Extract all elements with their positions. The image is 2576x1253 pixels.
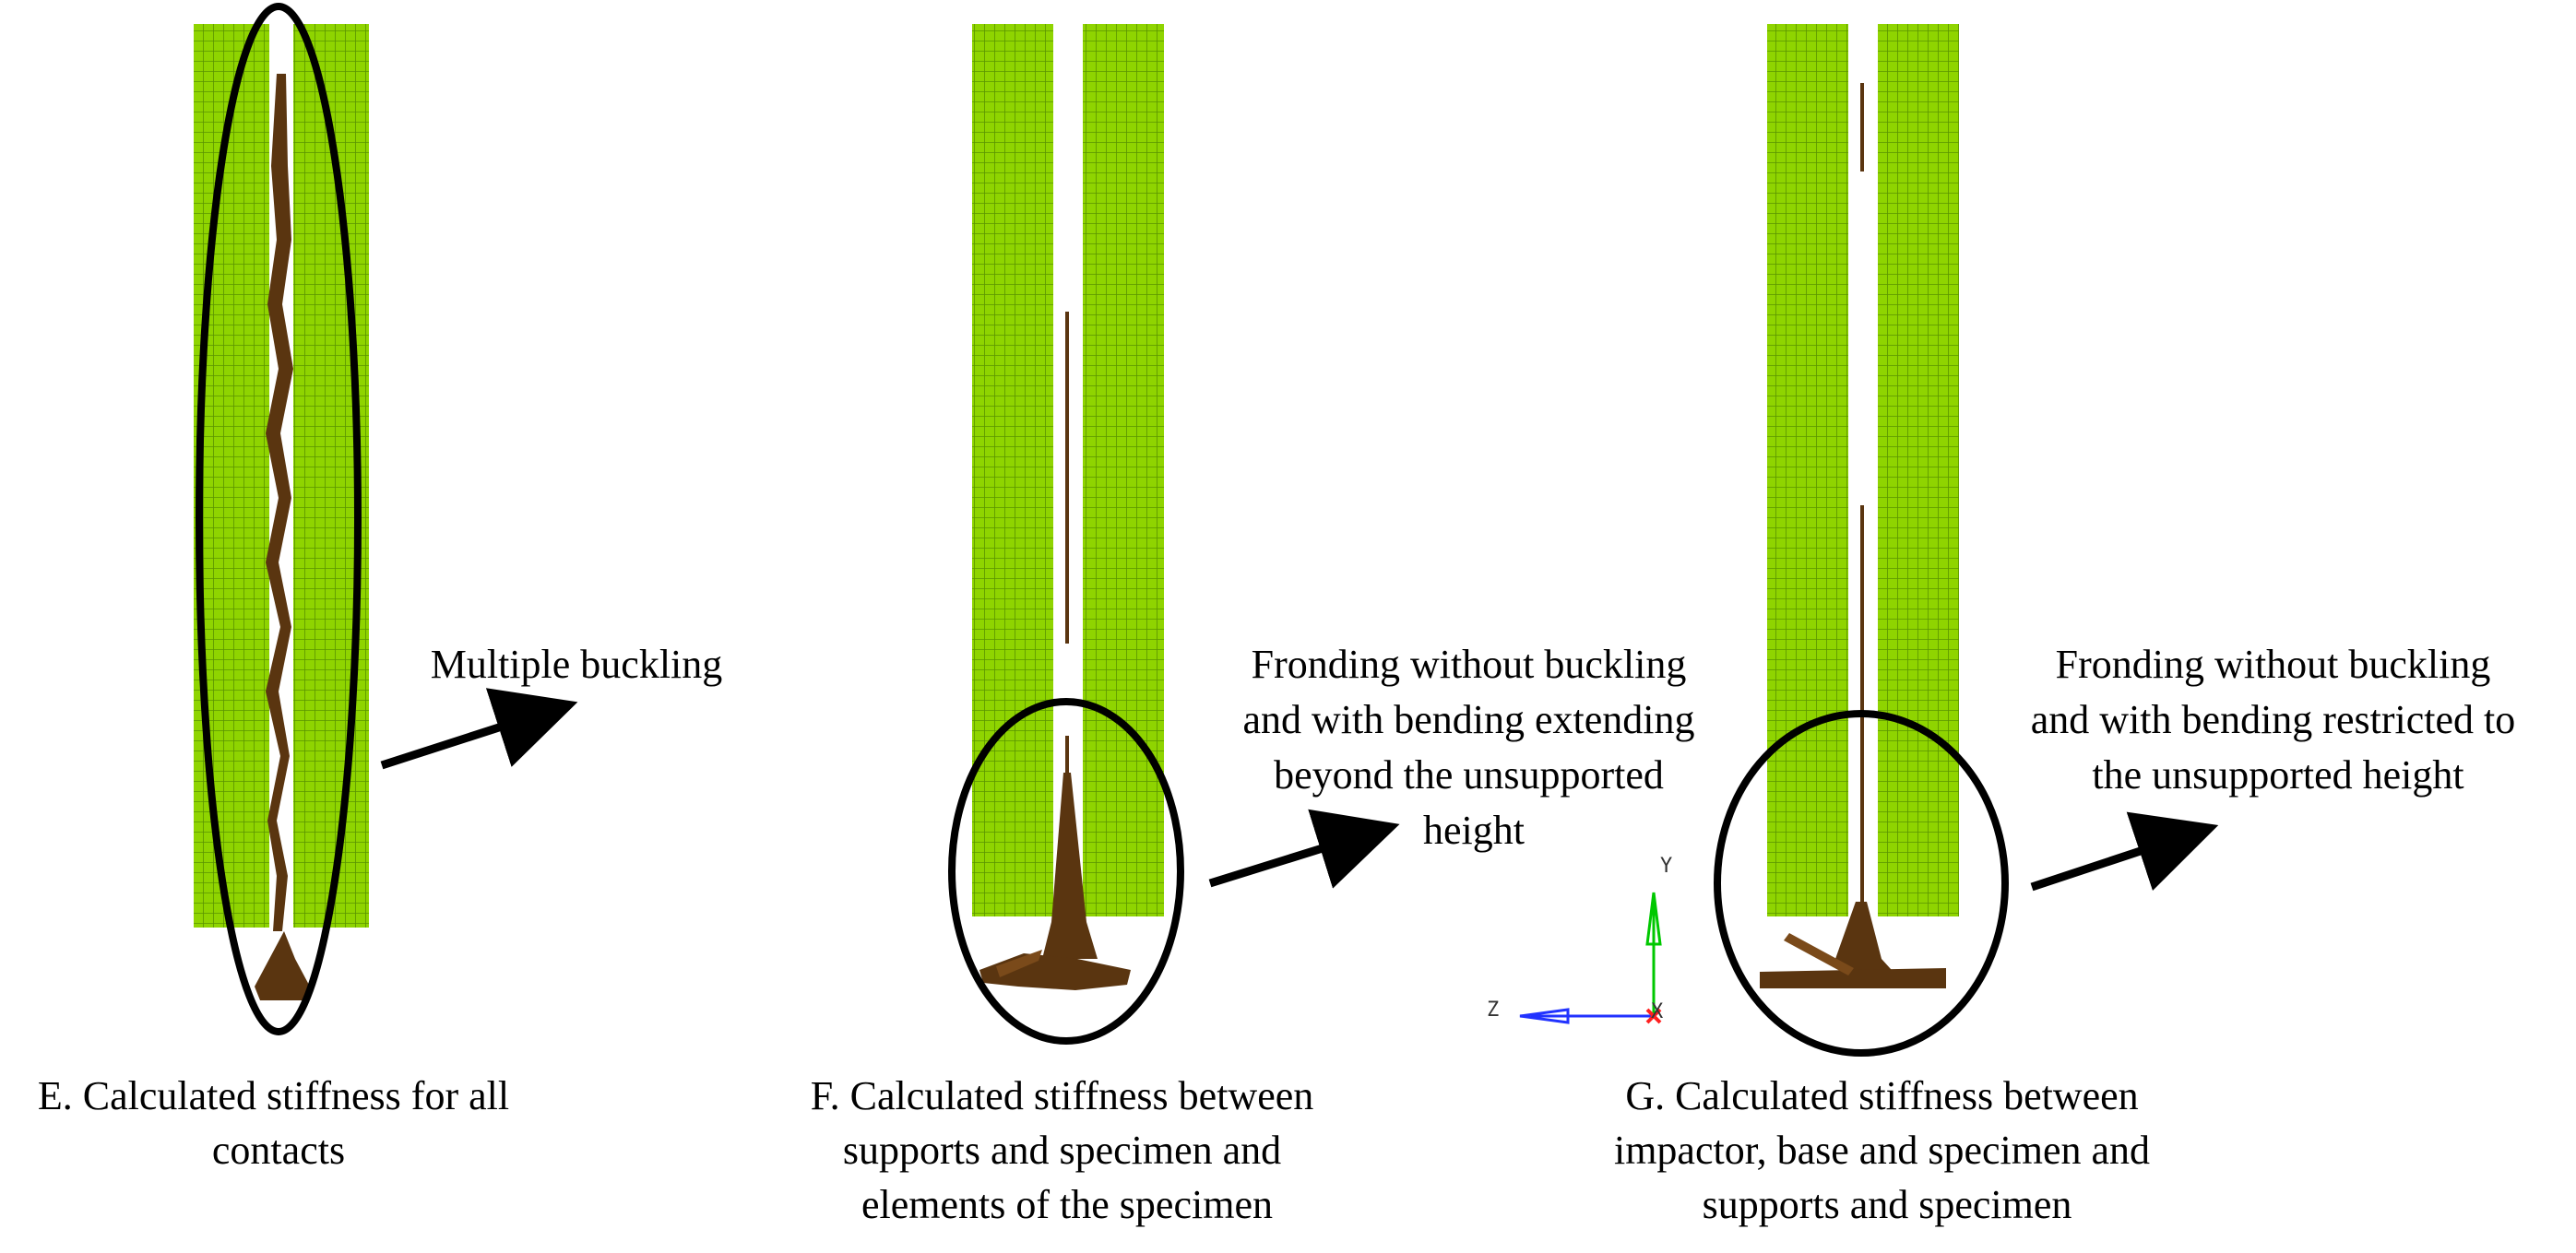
caption-line: F. Calculated stiffness between bbox=[811, 1073, 1314, 1118]
caption-line: supports and specimen bbox=[1703, 1182, 2072, 1227]
annotation-line: Multiple buckling bbox=[431, 642, 723, 687]
annotation-line: Fronding without buckling bbox=[1252, 642, 1687, 687]
caption-line: supports and specimen and bbox=[843, 1128, 1281, 1173]
panel-f-right-support bbox=[1083, 24, 1164, 916]
panel-e-left-support bbox=[194, 24, 269, 928]
panel-g-right-support bbox=[1878, 24, 1959, 916]
caption-line: impactor, base and specimen and bbox=[1614, 1128, 2150, 1173]
annotation-line: and with bending extending bbox=[1242, 697, 1694, 742]
panel-f-annotation: Fronding without buckling and with bendi… bbox=[1242, 642, 1704, 853]
annotation-line: Fronding without buckling bbox=[2056, 642, 2491, 687]
panel-f-specimen bbox=[979, 312, 1131, 990]
panel-e-annotation: Multiple buckling bbox=[431, 642, 723, 687]
caption-line: contacts bbox=[212, 1128, 345, 1173]
y-axis-arrowhead bbox=[1645, 892, 1662, 946]
caption-line: E. Calculated stiffness for all bbox=[38, 1073, 509, 1118]
z-axis-label: Z bbox=[1487, 999, 1499, 1022]
panel-g-arrow bbox=[2030, 811, 2219, 892]
panel-f: Fronding without buckling and with bendi… bbox=[811, 24, 1704, 1227]
panel-g-highlight-ellipse bbox=[1714, 710, 2009, 1057]
annotation-line: and with bending restricted to bbox=[2031, 697, 2515, 742]
axis-triad: Y Z X bbox=[1487, 855, 1672, 1024]
annotation-line: height bbox=[1423, 808, 1525, 853]
panel-f-caption: F. Calculated stiffness between supports… bbox=[811, 1073, 1324, 1227]
panel-e: Multiple buckling E. Calculated stiffnes… bbox=[38, 3, 723, 1173]
y-axis-label: Y bbox=[1660, 855, 1672, 878]
panel-e-arrow bbox=[380, 688, 578, 770]
panel-e-highlight-ellipse bbox=[196, 3, 362, 1035]
panel-g-specimen bbox=[1760, 83, 1946, 988]
panel-g: Fronding without buckling and with bendi… bbox=[1614, 24, 2525, 1227]
panel-f-arrow bbox=[1208, 809, 1400, 889]
panel-e-caption: E. Calculated stiffness for all contacts bbox=[38, 1073, 519, 1173]
caption-line: G. Calculated stiffness between bbox=[1625, 1073, 2138, 1118]
annotation-line: the unsupported height bbox=[2092, 752, 2463, 798]
caption-line: elements of the specimen bbox=[861, 1182, 1273, 1227]
panel-g-left-support bbox=[1767, 24, 1848, 916]
panel-f-highlight-ellipse bbox=[948, 698, 1184, 1045]
x-axis-marker bbox=[1645, 1008, 1662, 1024]
z-axis-arrowhead bbox=[1519, 1008, 1570, 1024]
panel-g-caption: G. Calculated stiffness between impactor… bbox=[1614, 1073, 2160, 1227]
panel-g-annotation: Fronding without buckling and with bendi… bbox=[2031, 642, 2525, 798]
annotation-line: beyond the unsupported bbox=[1274, 752, 1664, 798]
x-axis-label: X bbox=[1651, 1000, 1664, 1023]
panel-e-specimen bbox=[255, 74, 310, 1000]
panel-f-left-support bbox=[972, 24, 1053, 916]
